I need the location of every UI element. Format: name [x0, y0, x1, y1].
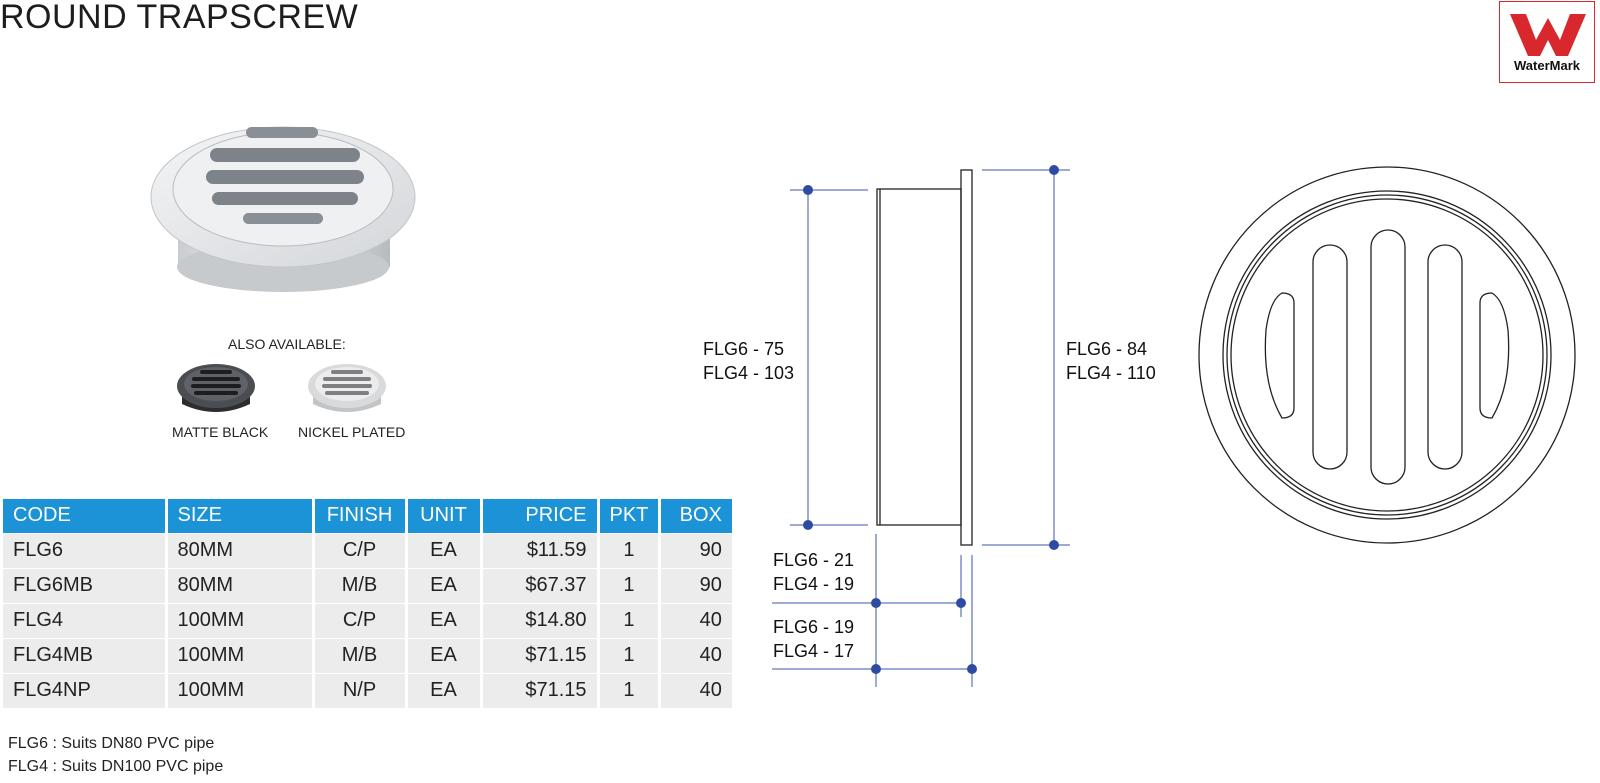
cell-size: 100MM	[166, 672, 315, 708]
table-row: FLG6MB 80MM M/B EA $67.37 1 90	[3, 567, 732, 603]
cell-code: FLG4	[3, 602, 168, 638]
cell-price: $14.80	[481, 602, 600, 638]
dimension-endpoints	[803, 165, 1059, 674]
table-row: FLG6 80MM C/P EA $11.59 1 90	[3, 532, 732, 568]
table-header-row: CODE SIZE FINISH UNIT PRICE PKT BOX	[3, 499, 732, 533]
variant-label-matte-black: MATTE BLACK	[172, 424, 269, 440]
header-box: BOX	[659, 499, 732, 533]
logo-text: WaterMark	[1514, 58, 1580, 73]
dim-total-depth-flg4: FLG4 - 17	[773, 641, 855, 661]
matte-black-thumbnail	[177, 364, 255, 412]
dim-body-depth-flg4: FLG4 - 19	[773, 574, 855, 594]
table-row: FLG4 100MM C/P EA $14.80 1 40	[3, 602, 732, 638]
cell-box: 90	[659, 532, 732, 568]
cell-box: 90	[659, 567, 732, 603]
dim-total-depth: FLG6 - 19 FLG4 - 17	[773, 615, 854, 663]
nickel-plated-thumbnail	[308, 364, 386, 412]
cell-unit: EA	[406, 602, 483, 638]
cell-pkt: 1	[598, 567, 662, 603]
cell-size: 80MM	[166, 532, 315, 568]
cell-code: FLG6MB	[3, 567, 168, 603]
product-spec-table: CODE SIZE FINISH UNIT PRICE PKT BOX FLG6…	[3, 499, 732, 708]
product-image-chrome	[150, 126, 416, 292]
dim-outer-height-flg6: FLG6 - 84	[1066, 339, 1148, 359]
header-unit: UNIT	[406, 499, 483, 533]
cell-pkt: 1	[598, 602, 662, 638]
header-code: CODE	[3, 499, 168, 533]
cell-box: 40	[659, 637, 732, 673]
cell-finish: C/P	[313, 532, 408, 568]
dim-inner-height-flg4: FLG4 - 103	[703, 363, 795, 383]
cell-finish: N/P	[313, 672, 408, 708]
dim-total-depth-flg6: FLG6 - 19	[773, 617, 855, 637]
dim-inner-height: FLG6 - 75 FLG4 - 103	[703, 337, 794, 385]
variant-label-nickel-plated: NICKEL PLATED	[298, 424, 406, 440]
cell-pkt: 1	[598, 532, 662, 568]
cell-box: 40	[659, 672, 732, 708]
watermark-logo: WaterMark	[1499, 1, 1595, 83]
dim-outer-height: FLG6 - 84 FLG4 - 110	[1066, 337, 1156, 385]
also-available-heading: ALSO AVAILABLE:	[228, 336, 346, 352]
cell-finish: M/B	[313, 567, 408, 603]
dim-inner-height-flg6: FLG6 - 75	[703, 339, 785, 359]
dim-body-depth-flg6: FLG6 - 21	[773, 550, 855, 570]
dimension-lines	[772, 169, 1070, 687]
cell-price: $11.59	[481, 532, 600, 568]
dim-body-depth: FLG6 - 21 FLG4 - 19	[773, 548, 854, 596]
cell-finish: M/B	[313, 637, 408, 673]
cell-unit: EA	[406, 637, 483, 673]
note-flg6: FLG6 : Suits DN80 PVC pipe	[8, 735, 215, 752]
dim-outer-height-flg4: FLG4 - 110	[1066, 363, 1156, 383]
cell-size: 100MM	[166, 637, 315, 673]
cell-price: $67.37	[481, 567, 600, 603]
cell-unit: EA	[406, 532, 483, 568]
header-finish: FINISH	[313, 499, 408, 533]
table-row: FLG4NP 100MM N/P EA $71.15 1 40	[3, 672, 732, 708]
cell-code: FLG6	[3, 532, 168, 568]
note-flg4: FLG4 : Suits DN100 PVC pipe	[8, 758, 224, 775]
cell-unit: EA	[406, 567, 483, 603]
cell-price: $71.15	[481, 637, 600, 673]
cell-size: 100MM	[166, 602, 315, 638]
cell-pkt: 1	[598, 637, 662, 673]
cell-code: FLG4NP	[3, 672, 168, 708]
cell-price: $71.15	[481, 672, 600, 708]
header-pkt: PKT	[598, 499, 662, 533]
top-view-drawing	[1198, 166, 1576, 544]
side-profile-drawing	[876, 169, 973, 546]
watermark-w-icon	[1510, 14, 1586, 56]
header-price: PRICE	[481, 499, 600, 533]
cell-box: 40	[659, 602, 732, 638]
cell-code: FLG4MB	[3, 637, 168, 673]
cell-finish: C/P	[313, 602, 408, 638]
page-title: ROUND TRAPSCREW	[0, 0, 359, 36]
cell-size: 80MM	[166, 567, 315, 603]
cell-unit: EA	[406, 672, 483, 708]
header-size: SIZE	[166, 499, 315, 533]
cell-pkt: 1	[598, 672, 662, 708]
table-row: FLG4MB 100MM M/B EA $71.15 1 40	[3, 637, 732, 673]
